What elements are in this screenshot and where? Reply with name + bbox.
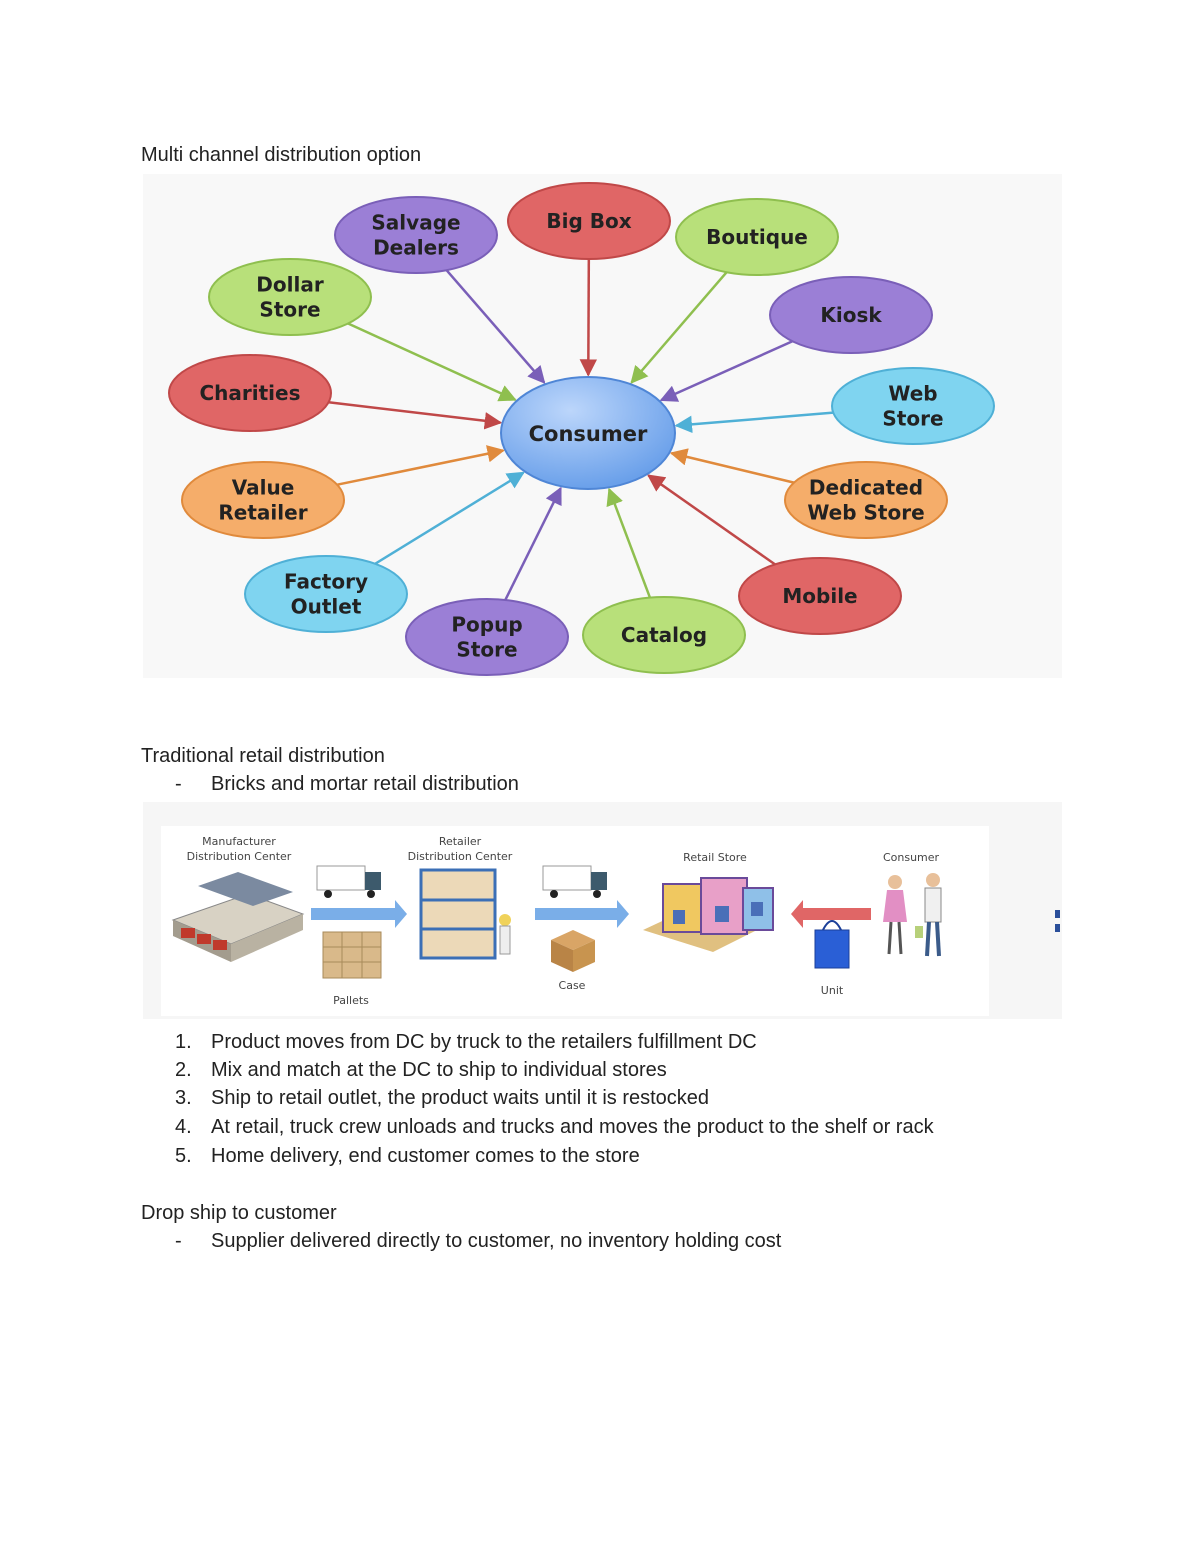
channel-node bbox=[208, 258, 372, 336]
channel-arrow bbox=[328, 401, 503, 430]
bullet-dash: - bbox=[175, 773, 182, 795]
flow-arrow-2 bbox=[535, 900, 629, 928]
channel-node bbox=[784, 461, 948, 539]
channel-node-label: Factory bbox=[284, 570, 368, 594]
channel-node-label: Catalog bbox=[621, 623, 707, 647]
channel-node-label: Kiosk bbox=[820, 303, 882, 327]
step-text: At retail, truck crew unloads and trucks… bbox=[211, 1116, 934, 1138]
channel-node bbox=[507, 182, 671, 260]
channel-node bbox=[405, 598, 569, 676]
consumer-label: Consumer bbox=[529, 422, 648, 446]
channel-arrow bbox=[445, 269, 546, 384]
channel-node-label: Store bbox=[456, 638, 517, 662]
case-icon bbox=[551, 930, 595, 972]
channel-node-label: Dealers bbox=[373, 236, 459, 260]
retailer-label-2: Distribution Center bbox=[408, 850, 513, 863]
truck-icon-2 bbox=[542, 865, 607, 898]
step-text: Product moves from DC by truck to the re… bbox=[211, 1031, 757, 1053]
step-text: Mix and match at the DC to ship to indiv… bbox=[211, 1059, 667, 1081]
channel-arrow bbox=[669, 448, 795, 484]
manufacturer-warehouse-icon bbox=[171, 872, 305, 962]
channel-node-label: Retailer bbox=[218, 501, 307, 525]
unit-label: Unit bbox=[821, 984, 844, 997]
bullet-dash: - bbox=[175, 1230, 182, 1252]
channel-node-label: Big Box bbox=[546, 209, 631, 233]
channel-node bbox=[181, 461, 345, 539]
channel-node-label: Mobile bbox=[782, 584, 857, 608]
bullet-bricks: Bricks and mortar retail distribution bbox=[211, 773, 519, 795]
channel-arrow bbox=[504, 486, 562, 601]
channel-arrow bbox=[674, 411, 834, 434]
shopping-bag-icon bbox=[814, 920, 850, 969]
pallets-icon bbox=[322, 931, 382, 979]
case-label: Case bbox=[559, 979, 586, 992]
channel-node-label: Salvage bbox=[371, 211, 460, 235]
step-number: 3. bbox=[175, 1087, 192, 1109]
channel-node-label: Web Store bbox=[807, 501, 924, 525]
retail-store-icon bbox=[643, 877, 774, 952]
step-number: 2. bbox=[175, 1059, 192, 1081]
flow-diagram-svg: Manufacturer Distribution Center Retaile… bbox=[161, 826, 1060, 1016]
manufacturer-label-2: Distribution Center bbox=[187, 850, 292, 863]
step-number: 4. bbox=[175, 1116, 192, 1138]
step-number: 5. bbox=[175, 1145, 192, 1167]
channel-node bbox=[244, 555, 408, 633]
channel-node-label: Store bbox=[882, 407, 943, 431]
channel-node bbox=[675, 198, 839, 276]
channel-node bbox=[769, 276, 933, 354]
edge-mark bbox=[1055, 910, 1060, 918]
channel-arrow bbox=[630, 271, 728, 384]
channel-node bbox=[831, 367, 995, 445]
channel-arrow bbox=[579, 258, 598, 377]
channel-node-label: Dollar bbox=[256, 273, 324, 297]
retailer-racks-icon bbox=[419, 868, 511, 960]
channel-arrow bbox=[659, 340, 793, 402]
manufacturer-label-1: Manufacturer bbox=[202, 835, 276, 848]
retailer-label-1: Retailer bbox=[439, 835, 482, 848]
channel-node-label: Web bbox=[888, 382, 937, 406]
channel-node bbox=[168, 354, 332, 432]
channel-arrow bbox=[336, 445, 505, 486]
truck-icon-1 bbox=[316, 865, 381, 898]
channel-node-label: Store bbox=[259, 298, 320, 322]
step-text: Home delivery, end customer comes to the… bbox=[211, 1145, 640, 1167]
channel-node-label: Outlet bbox=[291, 595, 362, 619]
heading-multi-channel: Multi channel distribution option bbox=[141, 144, 422, 166]
flow-arrow-1 bbox=[311, 900, 407, 928]
channel-node-label: Dedicated bbox=[809, 476, 923, 500]
heading-drop-ship: Drop ship to customer bbox=[141, 1202, 337, 1224]
bullet-supplier: Supplier delivered directly to customer,… bbox=[211, 1230, 782, 1252]
channel-arrow bbox=[646, 474, 776, 566]
channel-arrow bbox=[606, 487, 652, 599]
consumer-node bbox=[500, 376, 676, 490]
heading-traditional: Traditional retail distribution bbox=[141, 745, 385, 767]
consumer-flow-label: Consumer bbox=[883, 851, 940, 864]
channel-arrow bbox=[374, 471, 525, 565]
channel-node bbox=[738, 557, 902, 635]
channel-node-label: Boutique bbox=[706, 225, 808, 249]
step-text: Ship to retail outlet, the product waits… bbox=[211, 1087, 710, 1109]
channel-node bbox=[334, 196, 498, 274]
pallets-label: Pallets bbox=[333, 994, 369, 1007]
step-number: 1. bbox=[175, 1031, 192, 1053]
channel-node-label: Value bbox=[232, 476, 295, 500]
channel-node-label: Charities bbox=[199, 381, 300, 405]
channel-arrow bbox=[347, 322, 517, 402]
channel-node bbox=[582, 596, 746, 674]
consumers-people-icon bbox=[883, 873, 942, 957]
retail-store-label: Retail Store bbox=[683, 851, 747, 864]
traditional-flow-diagram: Manufacturer Distribution Center Retaile… bbox=[143, 802, 1062, 1019]
edge-mark-2 bbox=[1055, 924, 1060, 932]
flow-arrow-3 bbox=[791, 900, 871, 928]
channel-node-label: Popup bbox=[451, 613, 522, 637]
